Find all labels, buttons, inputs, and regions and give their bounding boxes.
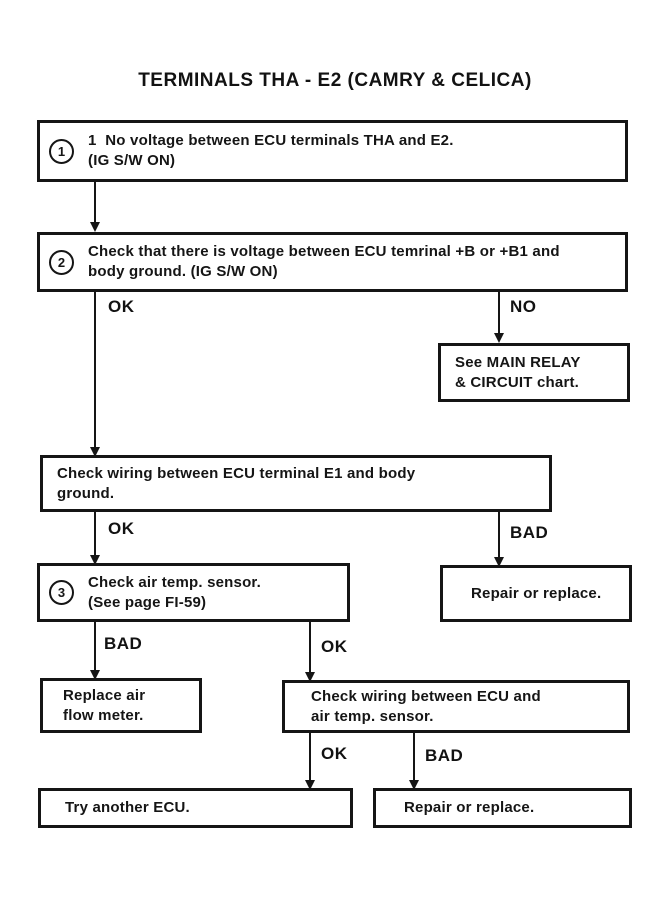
- node-text-line: See MAIN RELAY: [455, 353, 581, 371]
- node-check-e1-wiring-text: Check wiring between ECU terminal E1 and…: [43, 460, 421, 508]
- node-step-2: 2 Check that there is voltage between EC…: [37, 232, 628, 292]
- branch-label-bad: BAD: [510, 523, 549, 542]
- arrow-down-icon: [90, 670, 100, 680]
- node-text-line: (See page FI-59): [88, 593, 207, 611]
- connector-step3-replaceafm: [94, 622, 96, 673]
- page-title: TERMINALS THA - E2 (CAMRY & CELICA): [138, 70, 532, 91]
- node-text-line: & CIRCUIT chart.: [455, 373, 580, 391]
- arrow-down-icon: [90, 447, 100, 457]
- node-text-line: Check air temp. sensor.: [88, 573, 262, 591]
- arrow-down-icon: [409, 780, 419, 790]
- node-step-1-text: 1 No voltage between ECU terminals THA a…: [74, 127, 460, 175]
- node-replace-air-flow-meter: Replace air flow meter.: [40, 678, 202, 733]
- node-text-line: Check wiring between ECU and: [311, 687, 541, 705]
- node-text-line: air temp. sensor.: [311, 707, 434, 725]
- node-replace-air-flow-meter-text: Replace air flow meter.: [43, 682, 151, 730]
- arrow-down-icon: [494, 557, 504, 567]
- node-text-line: Repair or replace.: [404, 799, 535, 816]
- connector-wiring-repair2: [413, 733, 415, 783]
- node-text-line: Replace air: [63, 686, 146, 704]
- node-step-3: 3 Check air temp. sensor. (See page FI-5…: [37, 563, 350, 622]
- node-repair-or-replace-1: Repair or replace.: [440, 565, 632, 622]
- node-see-main-relay: See MAIN RELAY & CIRCUIT chart.: [438, 343, 630, 402]
- branch-label-ok: OK: [321, 744, 348, 763]
- branch-label-ok: OK: [321, 637, 348, 656]
- node-text-line: Check that there is voltage between ECU …: [88, 243, 560, 260]
- node-step-3-text: Check air temp. sensor. (See page FI-59): [74, 569, 267, 617]
- node-repair-or-replace-2: Repair or replace.: [373, 788, 632, 828]
- arrow-down-icon: [494, 333, 504, 343]
- connector-e1-step3: [94, 512, 96, 558]
- node-text-line: 1 No voltage between ECU terminals THA a…: [88, 132, 454, 149]
- connector-e1-repair: [498, 512, 500, 560]
- arrow-down-icon: [90, 555, 100, 565]
- branch-label-no: NO: [510, 297, 537, 316]
- node-text-line: flow meter.: [63, 706, 144, 724]
- node-text-line: Check wiring between ECU terminal E1 and…: [57, 464, 416, 482]
- arrow-down-icon: [305, 780, 315, 790]
- node-repair-or-replace-1-text: Repair or replace.: [443, 580, 607, 608]
- node-check-sensor-wiring-text: Check wiring between ECU and air temp. s…: [285, 683, 547, 731]
- node-text-line: (IG S/W ON): [88, 152, 176, 169]
- connector-step1-step2: [94, 182, 96, 224]
- step-3-badge: 3: [49, 580, 74, 605]
- node-text-line: Try another ECU.: [65, 799, 190, 816]
- node-text-line: body ground. (IG S/W ON): [88, 263, 278, 280]
- node-try-another-ecu-text: Try another ECU.: [41, 794, 196, 822]
- connector-wiring-tryecu: [309, 733, 311, 783]
- node-try-another-ecu: Try another ECU.: [38, 788, 353, 828]
- connector-step3-sensorwiring: [309, 622, 311, 675]
- branch-label-bad: BAD: [425, 746, 464, 765]
- arrow-down-icon: [90, 222, 100, 232]
- step-1-badge: 1: [49, 138, 74, 164]
- arrow-down-icon: [305, 672, 315, 682]
- node-see-main-relay-text: See MAIN RELAY & CIRCUIT chart.: [441, 349, 587, 397]
- connector-step2-mainrelay: [498, 292, 500, 335]
- node-check-e1-wiring: Check wiring between ECU terminal E1 and…: [40, 455, 552, 512]
- branch-label-bad: BAD: [104, 634, 143, 653]
- node-step-2-text: Check that there is voltage between ECU …: [74, 238, 566, 286]
- node-step-1: 1 1 No voltage between ECU terminals THA…: [37, 120, 628, 182]
- node-text-line: Repair or replace.: [471, 584, 602, 602]
- branch-label-ok: OK: [108, 519, 135, 538]
- node-text-line: ground.: [57, 484, 115, 502]
- step-2-badge: 2: [49, 249, 74, 275]
- branch-label-ok: OK: [108, 297, 135, 316]
- node-check-sensor-wiring: Check wiring between ECU and air temp. s…: [282, 680, 630, 733]
- node-repair-or-replace-2-text: Repair or replace.: [376, 794, 540, 822]
- connector-step2-e1: [94, 292, 96, 450]
